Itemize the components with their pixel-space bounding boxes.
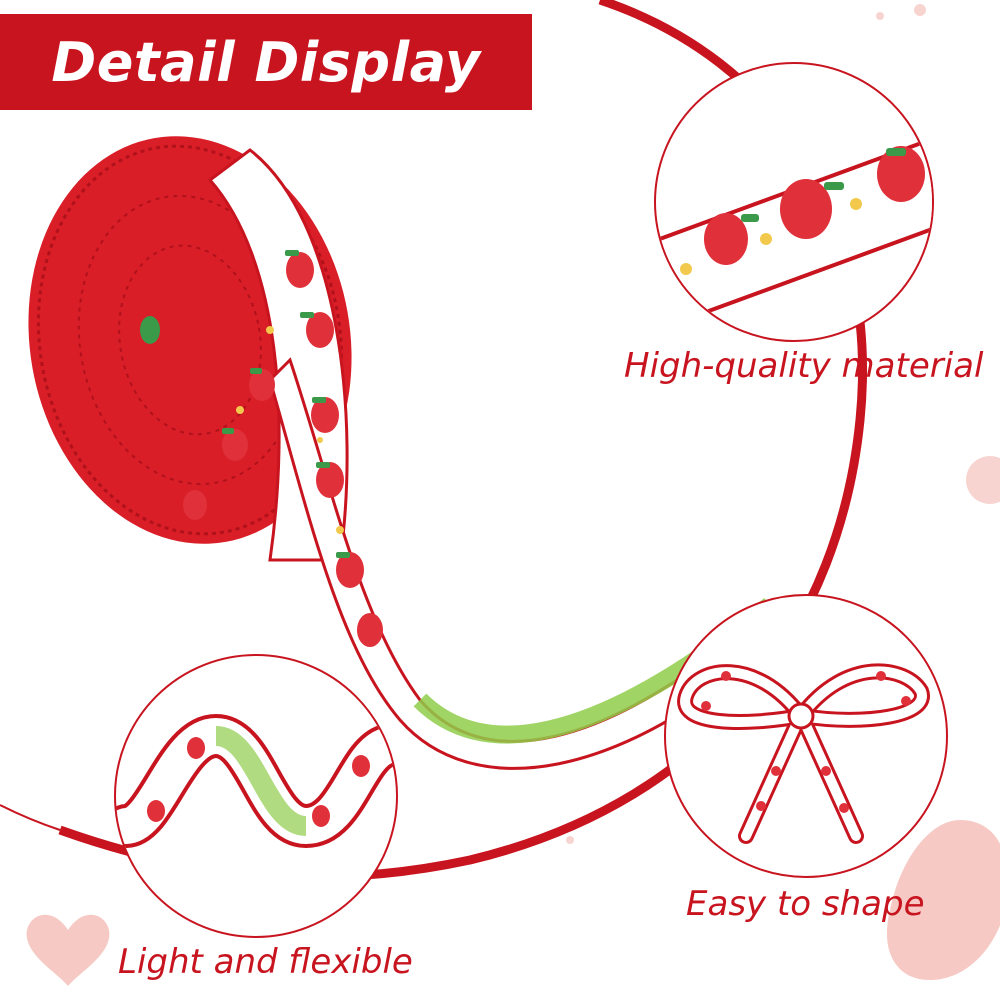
caption-easy-shape: Easy to shape	[686, 884, 925, 924]
detail-circle-material	[654, 62, 934, 342]
strawberry-icon	[886, 820, 1000, 980]
ribbon-strawberries	[183, 252, 383, 647]
banner-title: Detail Display	[51, 30, 481, 94]
caption-high-quality: High-quality material	[624, 346, 984, 386]
heart-icon	[26, 914, 110, 986]
caption-light-flexible: Light and flexible	[118, 942, 413, 982]
ribbon-closeup	[656, 137, 932, 333]
title-banner: Detail Display	[0, 14, 532, 110]
ribbon-roll	[28, 136, 352, 562]
detail-circle-flexible	[114, 654, 398, 938]
ribbon-wave	[116, 713, 396, 849]
detail-circle-shape	[664, 594, 948, 878]
ribbon-bow	[677, 663, 930, 844]
